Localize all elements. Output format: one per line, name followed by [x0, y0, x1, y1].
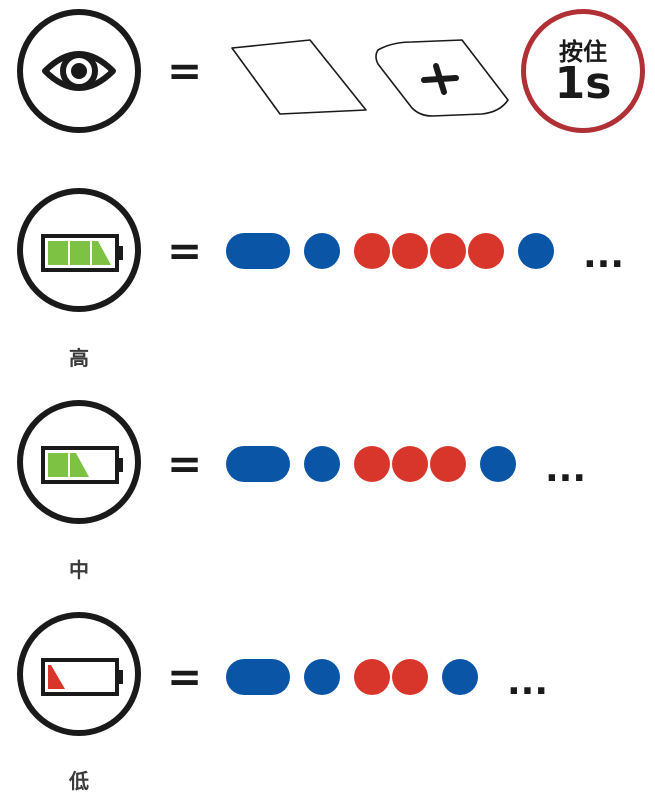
hold-duration: 1s [554, 58, 612, 109]
eye-icon [42, 51, 116, 91]
blue-flash-1 [304, 446, 340, 482]
caption-high: 高 [69, 346, 89, 370]
battery-high-icon [41, 234, 123, 272]
blue-flash-5 [480, 446, 516, 482]
red-flash-5 [468, 233, 504, 269]
blue-flash-4 [442, 659, 478, 695]
equals-sign: = [167, 46, 203, 95]
caption-medium: 中 [69, 558, 89, 582]
battery-high-frame [17, 188, 141, 312]
red-flash-2 [354, 659, 390, 695]
equals-sign: = [167, 439, 203, 488]
equals-sign: = [167, 652, 203, 701]
red-flash-3 [392, 446, 428, 482]
battery-medium-frame [17, 400, 141, 524]
ellipsis: ... [507, 662, 549, 703]
long-flash-0 [226, 233, 290, 269]
blue-flash-1 [304, 659, 340, 695]
red-flash-4 [430, 446, 466, 482]
long-flash-0 [226, 446, 290, 482]
flash-pattern-low [226, 659, 478, 695]
blank-button-icon [231, 39, 367, 115]
battery-low-frame [17, 612, 141, 736]
long-flash-0 [226, 659, 290, 695]
red-flash-2 [354, 446, 390, 482]
red-flash-3 [392, 659, 428, 695]
caption-low: 低 [69, 769, 89, 793]
hold-label: 按住 [559, 38, 607, 66]
blue-flash-6 [518, 233, 554, 269]
flash-pattern-high [226, 233, 554, 269]
red-flash-2 [354, 233, 390, 269]
battery-low-icon [41, 658, 123, 696]
flash-pattern-medium [226, 446, 516, 482]
plus-button-icon [375, 39, 509, 117]
ellipsis: ... [583, 235, 625, 276]
red-flash-3 [392, 233, 428, 269]
ellipsis: ... [545, 449, 587, 490]
eye-icon-frame [17, 9, 141, 133]
hold-duration-badge: 按住 1s [521, 9, 645, 133]
red-flash-4 [430, 233, 466, 269]
battery-medium-icon [41, 446, 123, 484]
blue-flash-1 [304, 233, 340, 269]
equals-sign: = [167, 226, 203, 275]
